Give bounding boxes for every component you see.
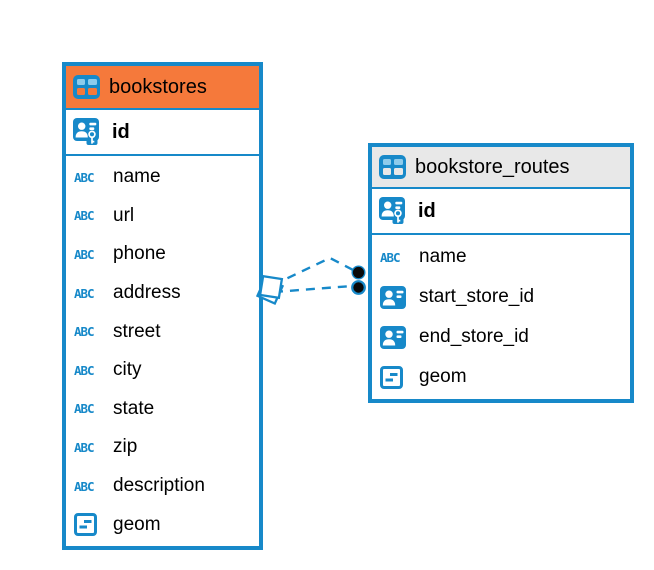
table-icon-cell: [76, 79, 86, 85]
column-name-label: zip: [113, 436, 138, 458]
table-icon-cell: [87, 79, 97, 85]
primary-key-row[interactable]: id: [372, 189, 630, 235]
table-icon-cell: [76, 87, 86, 95]
text-type-icon: ABC: [380, 249, 401, 265]
column-row[interactable]: ABC url: [66, 197, 259, 236]
table-icon-cell: [393, 159, 403, 165]
primary-key-icon: [379, 197, 409, 225]
column-row[interactable]: ABC address: [66, 274, 259, 313]
column-name-label: description: [113, 475, 205, 497]
geometry-type-icon: [74, 513, 104, 537]
table-header[interactable]: bookstore_routes: [372, 147, 630, 189]
columns-section: ABC name start_store_id end_store_id geo…: [372, 235, 630, 399]
text-type-icon: ABC: [74, 285, 95, 301]
column-name-label: url: [113, 204, 135, 226]
column-name-label: start_store_id: [419, 286, 535, 307]
column-row[interactable]: geom: [372, 357, 630, 397]
pk-dot-marker[interactable]: [351, 265, 366, 280]
table-icon: [73, 75, 100, 99]
column-name-label: phone: [113, 243, 166, 265]
table-icon-cell: [87, 87, 97, 95]
relationship-line[interactable]: [273, 284, 353, 294]
primary-key-label: id: [418, 199, 436, 222]
table-icon-cell: [382, 159, 392, 165]
pk-dot-marker[interactable]: [351, 280, 366, 295]
column-name-label: state: [113, 397, 155, 419]
column-row[interactable]: ABC zip: [66, 428, 259, 467]
column-name-label: city: [113, 359, 142, 381]
text-type-icon: ABC: [74, 401, 95, 417]
column-row[interactable]: ABC phone: [66, 235, 259, 274]
column-name-label: geom: [419, 366, 467, 387]
text-type-icon: ABC: [74, 246, 95, 262]
column-row[interactable]: end_store_id: [372, 317, 630, 357]
column-row[interactable]: start_store_id: [372, 277, 630, 317]
table-icon: [379, 155, 406, 179]
reference-type-icon: [380, 285, 410, 309]
column-row[interactable]: ABC state: [66, 390, 259, 429]
text-type-icon: ABC: [74, 439, 95, 455]
column-name-label: name: [113, 166, 161, 188]
text-type-icon: ABC: [74, 169, 95, 185]
column-row[interactable]: ABC street: [66, 312, 259, 351]
primary-key-label: id: [112, 120, 130, 143]
primary-key-icon: [73, 118, 103, 146]
text-type-icon: ABC: [74, 478, 95, 494]
entity-bookstores[interactable]: bookstores id ABC name ABC u: [62, 62, 263, 550]
column-name-label: name: [419, 246, 467, 267]
fk-square-marker[interactable]: [258, 274, 284, 300]
entity-bookstore-routes[interactable]: bookstore_routes id ABC name: [368, 143, 634, 403]
columns-section: ABC name ABC url ABC phone ABC address A…: [66, 156, 259, 546]
column-row[interactable]: ABC description: [66, 467, 259, 506]
table-header[interactable]: bookstores: [66, 66, 259, 110]
primary-key-row[interactable]: id: [66, 110, 259, 156]
table-title: bookstore_routes: [415, 155, 570, 178]
column-row[interactable]: ABC name: [66, 158, 259, 197]
column-name-label: end_store_id: [419, 326, 529, 347]
column-row[interactable]: ABC city: [66, 351, 259, 390]
reference-type-icon: [380, 325, 410, 349]
column-name-label: geom: [113, 513, 161, 535]
column-name-label: address: [113, 282, 181, 304]
column-row[interactable]: ABC name: [372, 237, 630, 277]
text-type-icon: ABC: [74, 208, 95, 224]
text-type-icon: ABC: [74, 324, 95, 340]
column-name-label: street: [113, 320, 161, 342]
column-row[interactable]: geom: [66, 505, 259, 544]
geometry-type-icon: [380, 365, 410, 389]
table-icon-cell: [382, 167, 392, 175]
text-type-icon: ABC: [74, 362, 95, 378]
relationship-line[interactable]: [272, 256, 356, 287]
table-title: bookstores: [109, 75, 207, 98]
table-icon-cell: [393, 167, 403, 175]
